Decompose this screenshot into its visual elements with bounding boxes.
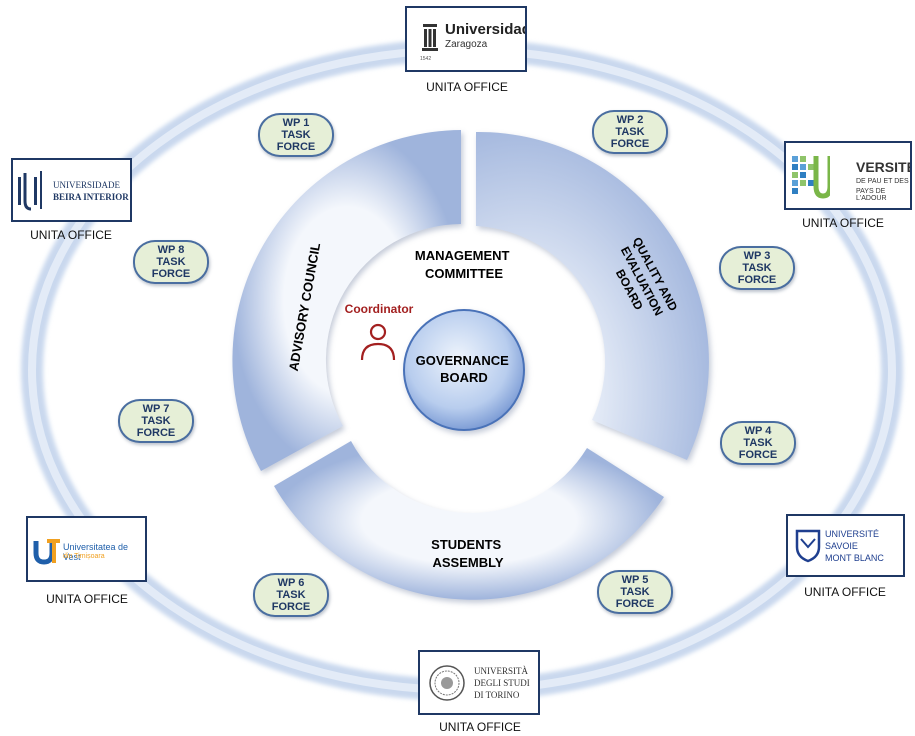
task-force-wp3: WP 3 TASK FORCE [719,246,795,290]
wp-line: FORCE [610,138,650,150]
wp-number: WP 2 [616,114,644,126]
task-force-wp2: WP 2 TASK FORCE [592,110,668,154]
wp-number: WP 3 [743,250,771,262]
office-timisoara: Universitatea de Vest din Timișoara [26,516,147,582]
wp-line: TASK [276,589,306,601]
governance-board-circle [403,309,525,431]
office-label-beira-interior: UNITA OFFICE [30,228,112,242]
wp-line: TASK [615,126,645,138]
savoie-logo-line3: MONT BLANC [825,553,884,563]
torino-logo-line1: UNIVERSITÀ [474,666,528,676]
coordinator-label: Coordinator [345,302,414,316]
governance-board-label: GOVERNANCE BOARD [416,353,513,385]
wp-line: FORCE [615,598,655,610]
office-label-savoie: UNITA OFFICE [804,585,886,599]
wp-line: FORCE [738,449,778,461]
task-force-wp6: WP 6 TASK FORCE [253,573,329,617]
pau-logo-line1: VERSITÉ [856,159,912,175]
wp-line: TASK [141,415,171,427]
wp-line: FORCE [151,268,191,280]
wp-number: WP 6 [277,577,305,589]
zaragoza-logo-city: Zaragoza [445,39,488,50]
task-force-wp4: WP 4 TASK FORCE [720,421,796,465]
office-label-timisoara: UNITA OFFICE [46,592,128,606]
pau-logo-line3: PAYS DE L'ADOUR [856,188,887,202]
segment-quality-board [476,131,709,460]
office-label-zaragoza: UNITA OFFICE [426,80,508,94]
timisoara-logo-line2: din Timișoara [63,553,105,560]
savoie-logo-line2: SAVOIE [825,541,858,551]
task-force-wp5: WP 5 TASK FORCE [597,570,673,614]
beira-logo-line1: UNIVERSIDADE [53,180,120,190]
task-force-wp1: WP 1 TASK FORCE [258,113,334,157]
office-torino: UNIVERSITÀ DEGLI STUDI DI TORINO [418,650,540,715]
pau-logo-line2: DE PAU ET DES [856,178,909,185]
office-savoie: UNIVERSITÉ SAVOIE MONT BLANC [786,514,905,577]
wp-line: FORCE [136,427,176,439]
zaragoza-logo-year: 1542 [420,56,432,62]
task-force-wp8: WP 8 TASK FORCE [133,240,209,284]
wp-number: WP 5 [621,574,649,586]
torino-seal-icon [429,665,465,701]
segment-students-assembly [274,441,664,600]
office-beira-interior: UNIVERSIDADE BEIRA INTERIOR [11,158,132,222]
students-assembly-label: STUDENTS ASSEMBLY [431,537,505,570]
wp-line: TASK [156,256,186,268]
beira-logo-line2: BEIRA INTERIOR [53,192,129,202]
uvt-logo-icon [33,539,60,565]
task-force-wp7: WP 7 TASK FORCE [118,399,194,443]
office-label-torino: UNITA OFFICE [439,720,521,734]
savoie-logo-line1: UNIVERSITÉ [825,529,880,539]
wp-line: FORCE [271,601,311,613]
pixel-mosaic-icon [792,156,830,199]
university-crest-icon [422,24,438,51]
office-label-pau: UNITA OFFICE [802,216,884,230]
segment-advisory-council [232,130,461,471]
wp-number: WP 7 [142,403,170,415]
wp-line: TASK [743,437,773,449]
management-committee-label: MANAGEMENT COMMITTEE [415,248,513,281]
person-icon [360,323,396,361]
wp-line: TASK [281,129,311,141]
wp-line: TASK [620,586,650,598]
wp-number: WP 8 [157,244,185,256]
savoie-shield-icon [795,529,821,563]
wp-number: WP 1 [282,117,310,129]
wp-line: FORCE [737,274,777,286]
wp-line: TASK [742,262,772,274]
ubi-logo-icon [18,171,42,211]
wp-line: FORCE [276,141,316,153]
wp-number: WP 4 [744,425,772,437]
timisoara-logo-line1: Universitatea de Vest [63,542,129,562]
zaragoza-logo-name: Universidad [445,21,527,38]
office-pau: VERSITÉ DE PAU ET DES PAYS DE L'ADOUR [784,141,912,210]
office-zaragoza: Universidad Zaragoza 1542 [405,6,527,72]
torino-logo-line2: DEGLI STUDI [474,678,530,688]
torino-logo-line3: DI TORINO [474,690,520,700]
